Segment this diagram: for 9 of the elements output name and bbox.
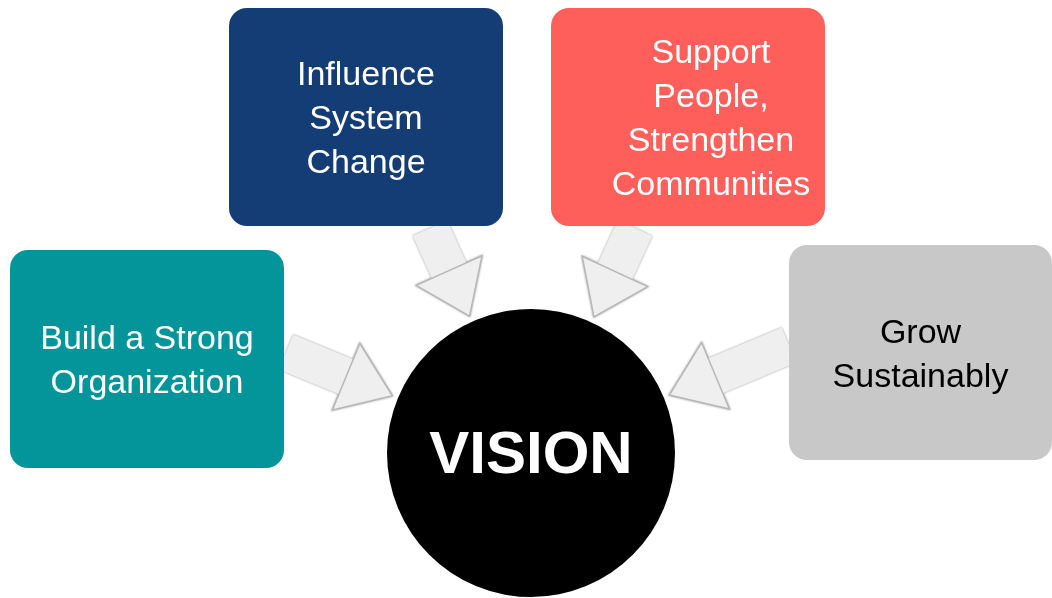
goal-label: Build a Strong Organization <box>39 317 255 402</box>
goal-label: Support People, Strengthen Communities <box>611 31 811 204</box>
goal-box <box>10 250 284 468</box>
goal-box <box>551 8 825 226</box>
goal-label: Grow Sustainably <box>831 310 1010 396</box>
vision-label: VISION <box>429 418 633 488</box>
goal-box <box>229 8 503 226</box>
goal-label: Influence System Change <box>296 53 436 182</box>
goal-box <box>789 245 1052 460</box>
